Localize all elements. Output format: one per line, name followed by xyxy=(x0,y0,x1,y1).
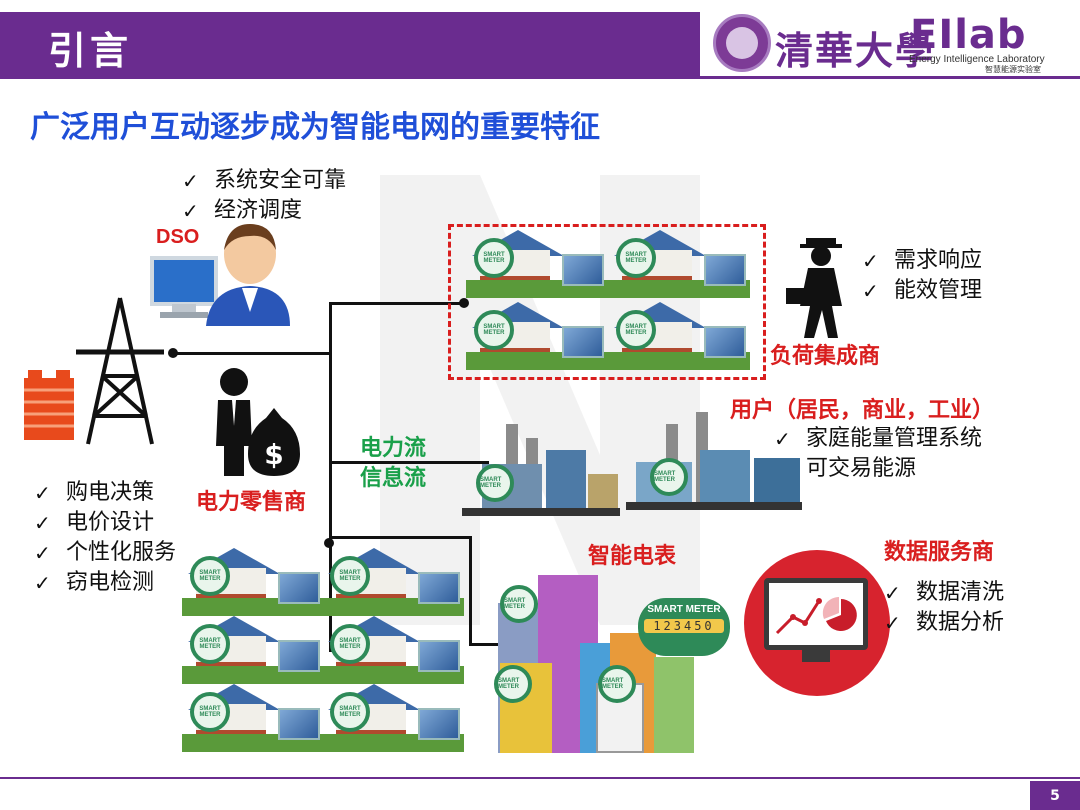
factory-icon: SMART METER xyxy=(462,424,620,516)
solar-house-icon: SMART METER xyxy=(322,616,464,684)
data-service-checklist: ✓数据清洗 ✓数据分析 xyxy=(884,578,1004,638)
list-item: ✓窃电检测 xyxy=(34,568,176,598)
factory-icon: SMART METER xyxy=(626,418,802,510)
data-service-label: 数据服务商 xyxy=(884,534,994,566)
smart-meter-icon: SMART METER 123450 xyxy=(638,598,730,656)
list-item: ✓可交易能源 xyxy=(774,454,982,484)
lab-logo-text: EIlab xyxy=(910,12,1027,58)
retailer-checklist: ✓购电决策 ✓电价设计 ✓个性化服务 ✓窃电检测 xyxy=(34,478,176,598)
solar-house-icon: SMART METER xyxy=(182,684,324,752)
logo-area: 清華大學 EIlab Energy Intelligence Laborator… xyxy=(705,12,1075,74)
list-item: ✓购电决策 xyxy=(34,478,176,508)
power-line xyxy=(329,536,471,539)
list-item: ✓系统安全可靠 xyxy=(182,166,346,196)
slide-subtitle: 广泛用户互动逐步成为智能电网的重要特征 xyxy=(30,102,600,146)
list-item: ✓能效管理 xyxy=(862,276,982,306)
transmission-tower-icon xyxy=(24,296,180,446)
slide-title: 引言 xyxy=(48,20,132,75)
aggregator-label: 负荷集成商 xyxy=(770,338,880,370)
power-flow-label: 电力流 xyxy=(360,434,426,464)
list-item: ✓需求响应 xyxy=(862,246,982,276)
list-item: ✓电价设计 xyxy=(34,508,176,538)
lab-name-cn: 智慧能源实验室 xyxy=(985,64,1041,75)
solar-house-icon: SMART METER xyxy=(608,302,750,370)
aggregator-checklist: ✓需求响应 ✓能效管理 xyxy=(862,246,982,306)
solar-house-icon: SMART METER xyxy=(322,684,464,752)
list-item: ✓家庭能量管理系统 xyxy=(774,424,982,454)
junction-dot xyxy=(168,348,178,358)
solar-house-icon: SMART METER xyxy=(466,230,608,298)
power-line xyxy=(329,302,465,305)
junction-dot xyxy=(324,538,334,548)
tsinghua-seal-icon xyxy=(713,14,771,72)
solar-house-icon: SMART METER xyxy=(466,302,608,370)
city-buildings-icon: SMART METER SMART METER SMART METER xyxy=(488,565,718,753)
info-flow-label: 信息流 xyxy=(360,464,426,494)
retailer-person-icon: $ xyxy=(212,366,302,478)
power-line xyxy=(469,536,472,646)
aggregator-businessman-icon xyxy=(786,236,860,340)
footer-divider xyxy=(0,777,1080,779)
users-checklist: ✓家庭能量管理系统 ✓可交易能源 xyxy=(774,424,982,484)
svg-text:$: $ xyxy=(264,438,283,471)
dso-checklist: ✓系统安全可靠 ✓经济调度 xyxy=(182,166,346,226)
solar-house-icon: SMART METER xyxy=(182,548,324,616)
monitor-stand xyxy=(802,650,830,662)
retailer-label: 电力零售商 xyxy=(196,484,306,516)
list-item: ✓数据清洗 xyxy=(884,578,1004,608)
page-number: 5 xyxy=(1030,781,1080,810)
power-line xyxy=(172,352,332,355)
solar-house-icon: SMART METER xyxy=(608,230,750,298)
solar-house-icon: SMART METER xyxy=(182,616,324,684)
solar-house-icon: SMART METER xyxy=(322,548,464,616)
analytics-monitor-icon xyxy=(764,578,868,650)
list-item: ✓数据分析 xyxy=(884,608,1004,638)
header-divider xyxy=(0,76,1080,79)
list-item: ✓个性化服务 xyxy=(34,538,176,568)
